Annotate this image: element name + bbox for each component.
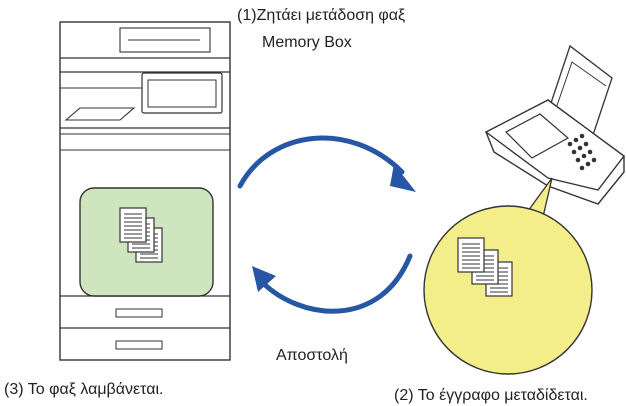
step1-text: Ζητάει μετάδοση φαξ [256, 7, 406, 24]
step3-number: (3) [4, 381, 24, 398]
send-arrow [252, 253, 413, 314]
step2-text: Το έγγραφο μεταδίδεται. [417, 387, 588, 404]
send-label: Αποστολή [276, 347, 348, 364]
step2-number: (2) [394, 387, 414, 404]
step3-text: Το φαξ λαμβάνεται. [27, 381, 164, 398]
step1-label-line2: Memory Box [262, 34, 352, 51]
step2-label: (2) Το έγγραφο μεταδίδεται. [394, 386, 588, 405]
memory-box [79, 187, 214, 297]
request-arrow [237, 135, 416, 192]
step3-label: (3) Το φαξ λαμβάνεται. [4, 380, 163, 399]
transmitted-document-bubble [423, 177, 593, 375]
step1-label: (1)Ζητάει μετάδοση φαξ [237, 6, 405, 25]
fax-machine-icon [484, 44, 625, 205]
step1-number: (1) [237, 7, 257, 24]
